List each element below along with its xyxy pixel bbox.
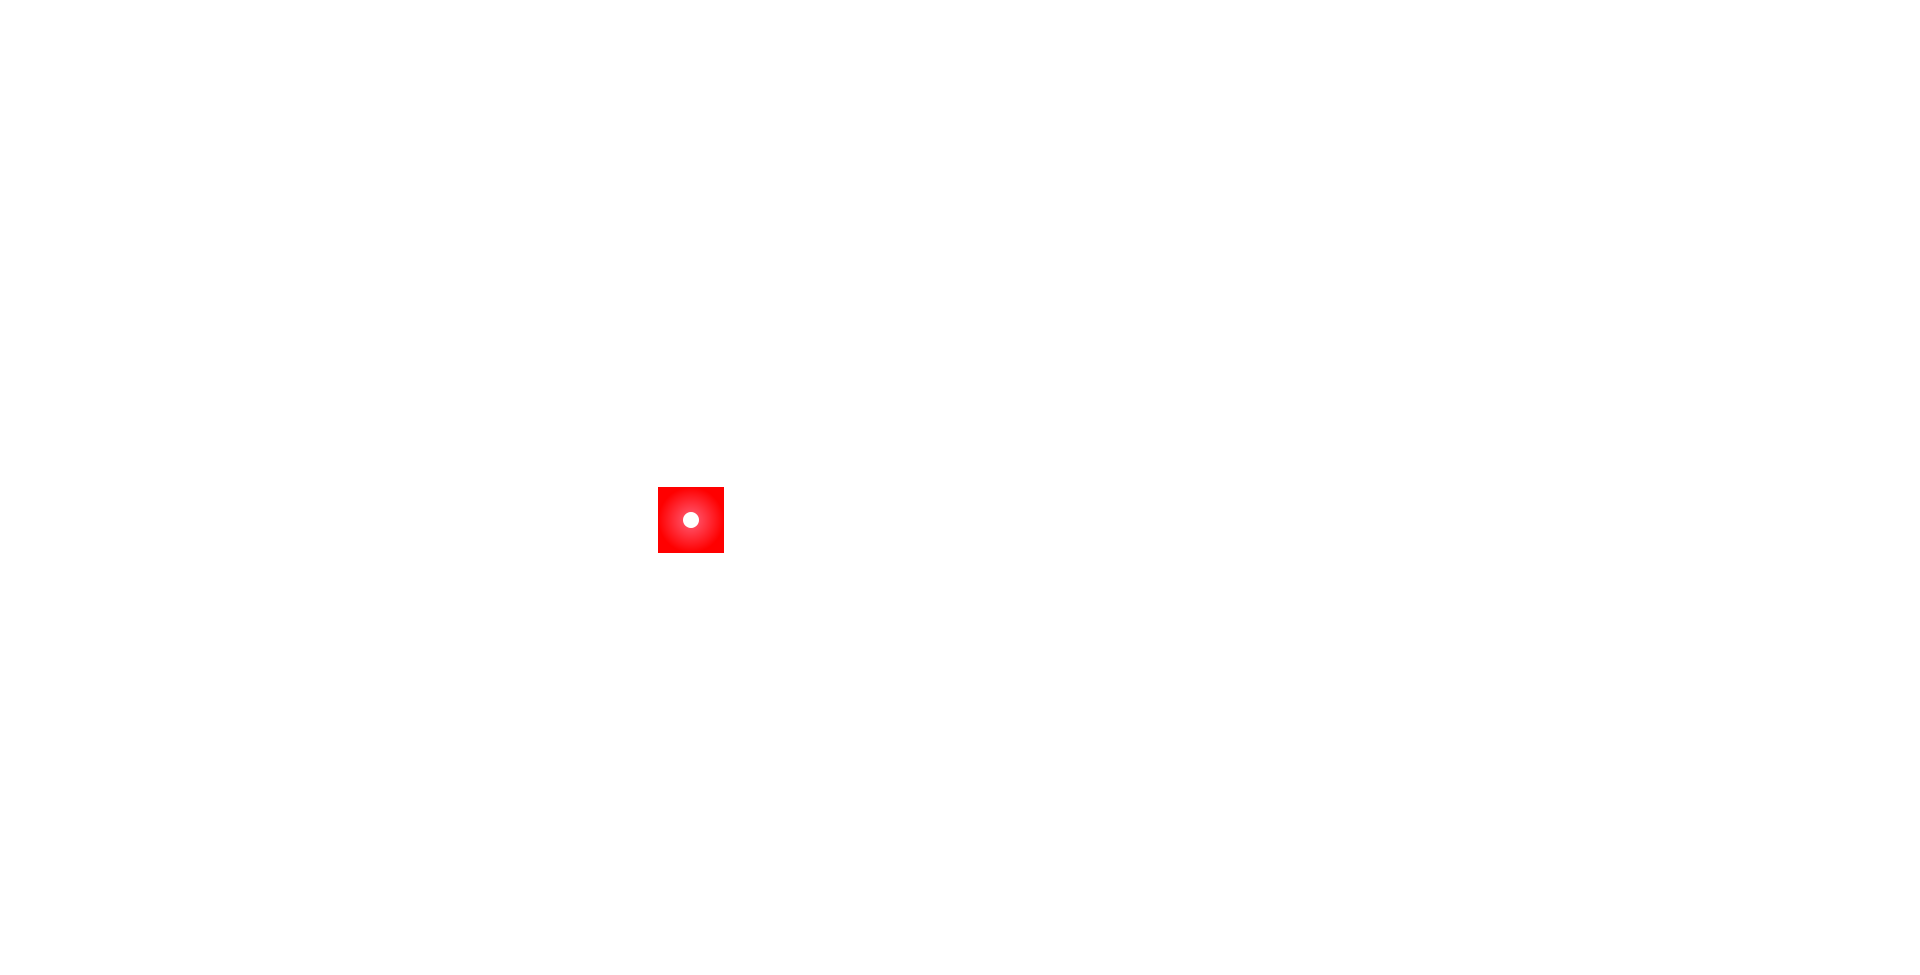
marker-center-dot	[683, 512, 699, 528]
click-target-marker[interactable]	[658, 487, 724, 553]
